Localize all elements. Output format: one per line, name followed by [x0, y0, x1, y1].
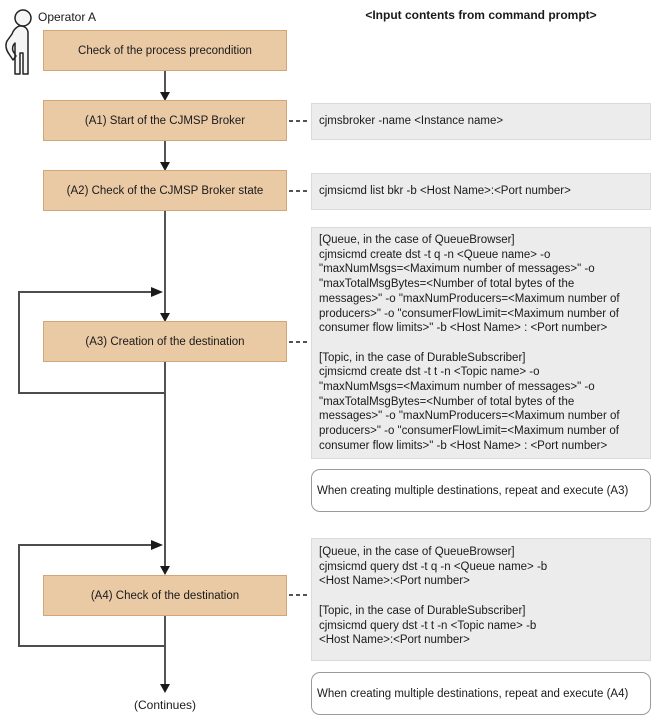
- command-box-a4: [Queue, in the case of QueueBrowser] cjm…: [311, 538, 651, 661]
- process-box-a4-check-destination: (A4) Check of the destination: [43, 575, 287, 616]
- continues-label: (Continues): [133, 698, 197, 712]
- command-box-a2: cjmsicmd list bkr -b <Host Name>:<Port n…: [311, 173, 651, 210]
- operator-label: Operator A: [38, 10, 97, 24]
- note-repeat-a3: When creating multiple destinations, rep…: [311, 469, 651, 512]
- loop-arrow-a3: [18, 291, 165, 394]
- right-arrowhead-icon-a4: [151, 540, 163, 550]
- command-column-header: <Input contents from command prompt>: [365, 8, 597, 22]
- process-box-a1-start-broker: (A1) Start of the CJMSP Broker: [43, 100, 287, 141]
- loop-arrow-a4: [18, 544, 165, 647]
- command-box-a1: cjmsbroker -name <Instance name>: [311, 103, 651, 140]
- down-arrowhead-icons: [160, 92, 170, 693]
- note-repeat-a4: When creating multiple destinations, rep…: [311, 672, 651, 715]
- process-box-precondition: Check of the process precondition: [43, 30, 287, 71]
- command-box-a3: [Queue, in the case of QueueBrowser] cjm…: [311, 227, 651, 459]
- process-box-a3-create-destination: (A3) Creation of the destination: [43, 321, 287, 362]
- dashed-connectors: [289, 120, 310, 596]
- process-box-a2-check-broker-state: (A2) Check of the CJMSP Broker state: [43, 170, 287, 211]
- operator-person-icon: [5, 9, 32, 75]
- right-arrowhead-icon-a3: [151, 287, 163, 297]
